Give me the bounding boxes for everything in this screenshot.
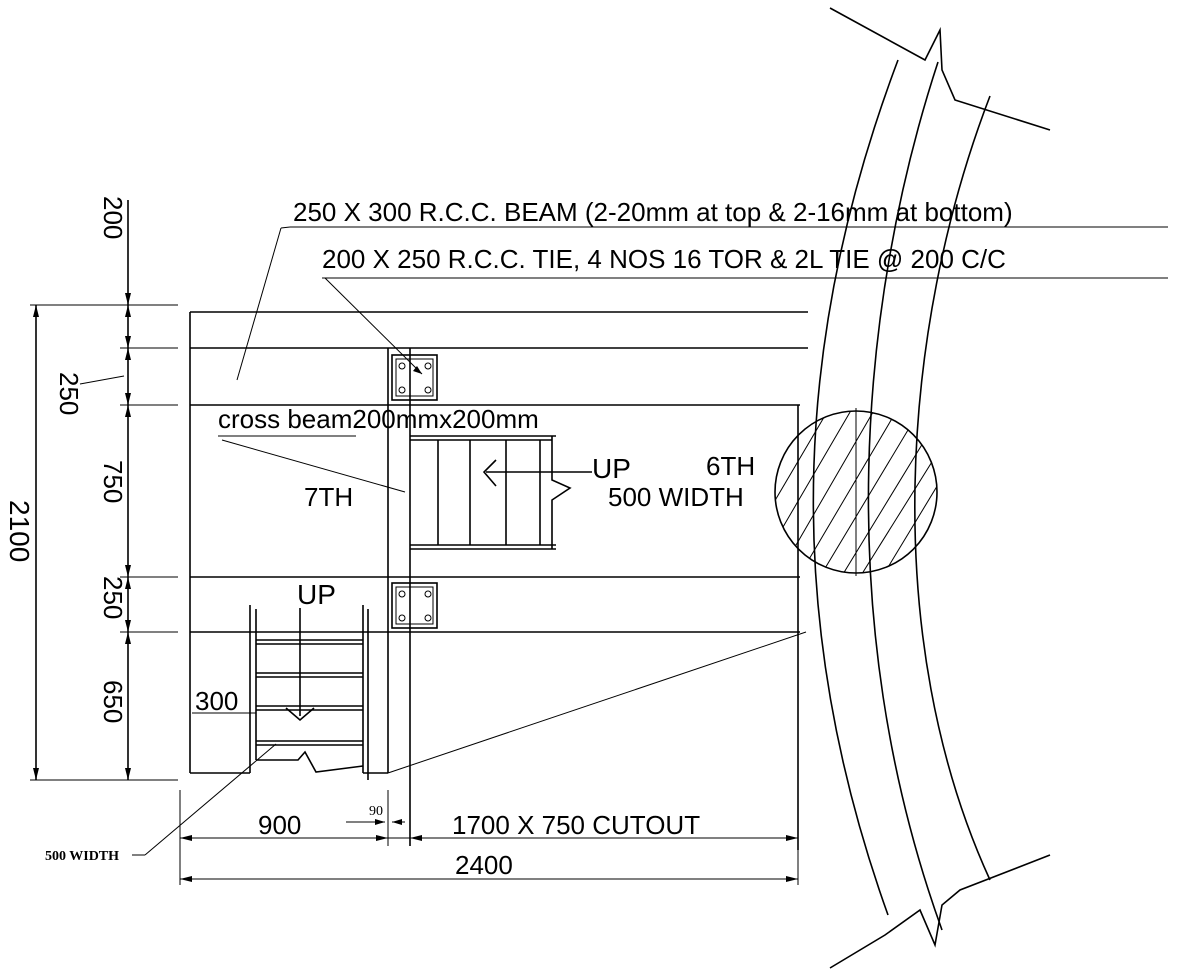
lower-stair-flight — [249, 605, 369, 780]
width-right-label: 500 WIDTH — [608, 482, 744, 512]
dim-2400-label: 2400 — [455, 850, 513, 880]
horizontal-dimensions — [179, 790, 799, 885]
up-lower-label: UP — [297, 579, 336, 610]
floor-6th-label: 6TH — [706, 451, 755, 481]
width-left-label: 500 WIDTH — [45, 849, 119, 864]
upper-stair-flight — [410, 435, 592, 550]
tread-300-label: 300 — [195, 686, 238, 716]
cross-beam-label: cross beam200mmx200mm — [218, 404, 539, 434]
column-tie-lower — [391, 582, 438, 629]
leaders — [132, 226, 1168, 856]
dim-200-label: 200 — [98, 196, 128, 239]
cutout-label: 1700 X 750 CUTOUT — [452, 810, 700, 840]
column-tie-upper — [391, 354, 438, 401]
vertical-dimension-chain — [30, 200, 178, 781]
up-upper-label: UP — [592, 453, 631, 484]
curved-walls — [812, 7, 1051, 969]
dim-650-label: 650 — [98, 680, 128, 723]
circular-column — [774, 408, 938, 576]
slab-outline — [189, 311, 808, 850]
dim-2100-label: 2100 — [4, 500, 35, 562]
dim-90-label: 90 — [369, 804, 383, 819]
dim-250-mid-label: 250 — [98, 576, 128, 619]
dim-250-top-label: 250 — [54, 372, 84, 415]
dim-750-label: 750 — [98, 460, 128, 503]
dim-900-label: 900 — [258, 810, 301, 840]
tie-note: 200 X 250 R.C.C. TIE, 4 NOS 16 TOR & 2L … — [322, 244, 1006, 274]
beam-note: 250 X 300 R.C.C. BEAM (2-20mm at top & 2… — [293, 197, 1013, 227]
floor-7th-label: 7TH — [304, 482, 353, 512]
